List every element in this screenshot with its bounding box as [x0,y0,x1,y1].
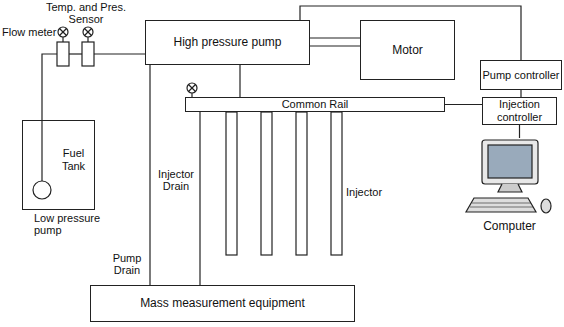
controller-box: Injection controller [482,97,557,125]
computer-node: Computer [462,135,557,235]
controller-box: Pump controller [480,60,562,90]
sensor-label: Temp. and Pres. Sensor [38,1,134,25]
pipe-connector [520,90,521,97]
drain-label: Pump Drain [108,252,146,276]
node-text: Computer [483,220,536,233]
flow-meter-body [57,42,69,66]
pipe-connector [445,104,482,105]
injector-body [261,112,272,255]
pump-pipe [41,121,42,181]
node-text: High pressure pump [173,36,281,49]
computer-icon [466,140,551,213]
pipe-connector [149,65,150,285]
gauge-symbol [58,27,68,37]
node-text: Common Rail [282,98,349,111]
fuel-line [69,53,82,54]
part-label: Flow meter [2,26,58,38]
gauge-stem [87,37,88,42]
pipe-connector [199,112,200,285]
part-label: Injector [346,186,396,198]
low-pressure-pump [33,181,51,199]
injector-body [296,112,307,255]
node-text: Injection controller [490,98,550,124]
pipe-connector [519,125,520,138]
sensor-body [82,42,94,66]
part-label: Low pressure pump [34,212,112,236]
fuel-tank: Fuel Tank [22,120,95,210]
node-text: Fuel Tank [59,147,89,173]
drain-label: Injector Drain [154,168,198,192]
node-text: Motor [392,44,423,57]
motor-box: Motor [360,20,455,80]
gauge-stem [62,37,63,42]
gauge-symbol [83,27,93,37]
node-text: Pump controller [482,69,559,82]
pipe-connector [310,38,360,46]
injector-body [331,112,342,255]
pump-box: High pressure pump [145,20,310,65]
node-text: Mass measurement equipment [140,297,305,310]
pipe-connector [239,65,240,97]
measurement-box: Mass measurement equipment [90,285,355,322]
rail-pressure-sensor [187,83,197,93]
common-rail: Common Rail [185,97,445,112]
injector-body [226,112,237,255]
